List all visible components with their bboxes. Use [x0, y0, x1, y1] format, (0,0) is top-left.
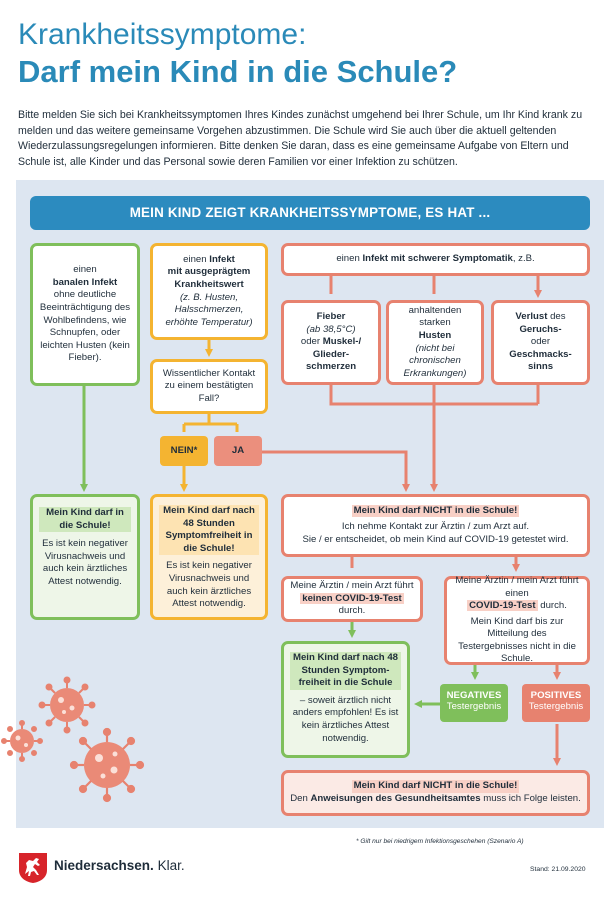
- brand-wordmark: Niedersachsen. Klar.: [54, 858, 185, 873]
- pronounced-infect-b: Infekt: [209, 253, 235, 265]
- symptom-fever-box: Fieber (ab 38,5°C) oder Muskel-/ Glieder…: [281, 300, 381, 385]
- symptom-cough-i: (nicht bei chronischen Erkrankungen): [403, 342, 467, 379]
- symptom-fever-b: Fieber: [316, 311, 346, 323]
- test-pre: Meine Ärztin / mein Arzt führt einen: [455, 574, 579, 599]
- pronounced-infect-c: mit ausgeprägtem Krankheitswert: [167, 266, 251, 290]
- negative-result-sub: Testergebnis: [446, 701, 502, 712]
- test-box: Meine Ärztin / mein Arzt führt einen COV…: [444, 574, 590, 665]
- positive-result-pill: POSITIVES Testergebnis: [522, 684, 590, 722]
- symptom-fever-d: Muskel-/ Glieder-schmerzen: [305, 336, 362, 373]
- positive-result-label: POSITIVES: [530, 690, 582, 701]
- intro-text: Bitte melden Sie sich bei Krankheitssymp…: [18, 109, 583, 168]
- contact-question-text: Wissentlicher Kontakt zu einem bestätigt…: [162, 367, 256, 404]
- contact-question-box: Wissentlicher Kontakt zu einem bestätigt…: [150, 359, 268, 414]
- no-test-pre: Meine Ärztin / mein Arzt führt: [290, 580, 414, 592]
- symptom-cough-box: anhaltenden starken Husten (nicht bei ch…: [386, 300, 484, 385]
- final-head: Mein Kind darf NICHT in die Schule!: [351, 780, 520, 793]
- test-tag: COVID-19-Test: [467, 600, 538, 612]
- pronounced-infect-box: einen Infekt mit ausgeprägtem Krankheits…: [150, 243, 268, 340]
- banal-infect-c: ohne deutliche Beeinträchtigung des Wohl…: [39, 289, 131, 364]
- symptom-fever-c: oder: [300, 336, 321, 348]
- banal-infect-a: einen: [73, 264, 97, 276]
- yes-label: JA: [214, 436, 262, 466]
- date-stamp: Stand: 21.09.2020: [530, 866, 586, 873]
- positive-result-sub: Testergebnis: [528, 701, 584, 712]
- result-48h-body: Es ist kein negativer Virusnachweis und …: [166, 560, 252, 610]
- severe-infect-b: Infekt mit schwerer Symptomatik: [362, 253, 513, 265]
- test-body: Mein Kind darf bis zur Mitteilung des Te…: [458, 615, 576, 665]
- severe-infect-box: einen Infekt mit schwerer Symptomatik, z…: [281, 243, 590, 276]
- symptom-smell-box: Verlust des Geruchs- oder Geschmacks-sin…: [491, 300, 590, 385]
- severe-infect-c: , z.B.: [512, 253, 535, 265]
- symptom-fever-i: (ab 38,5°C): [306, 323, 356, 335]
- niedersachsen-horse-logo: [19, 853, 47, 883]
- pronounced-infect-a: einen: [183, 253, 207, 265]
- final-post: muss ich Folge leisten.: [483, 793, 581, 804]
- no-test-post: durch.: [338, 605, 366, 617]
- result-48h-head: Mein Kind darf nach 48 Stunden Symptomfr…: [159, 505, 259, 556]
- result-48h-box: Mein Kind darf nach 48 Stunden Symptomfr…: [150, 494, 268, 620]
- virus-illustration: [1, 676, 145, 803]
- symptom-smell-d: oder: [530, 336, 551, 348]
- not-in-school-head: Mein Kind darf NICHT in die Schule!: [351, 504, 520, 518]
- not-in-school-box: Mein Kind darf NICHT in die Schule! Ich …: [281, 494, 590, 557]
- symptom-smell-e: Geschmacks-sinns: [509, 348, 572, 373]
- result-may-attend-body: Es ist kein negativer Virusnachweis und …: [42, 538, 128, 587]
- page-title-line1: Krankheitssymptome:: [18, 18, 307, 51]
- result-may-attend-head: Mein Kind darf in die Schule!: [39, 507, 131, 533]
- symptom-cough-a: anhaltenden starken: [408, 304, 462, 329]
- severe-infect-a: einen: [336, 253, 360, 265]
- test-post: durch.: [540, 600, 567, 612]
- symptom-smell-b: des: [550, 311, 566, 323]
- not-in-school-l2: Sie / er entscheidet, ob mein Kind auf C…: [302, 533, 569, 545]
- result-48h-doctor-box: Mein Kind darf nach 48 Stunden Symptom-f…: [281, 641, 410, 758]
- symptoms-banner: MEIN KIND ZEIGT KRANKHEITSSYMPTOME, ES H…: [30, 196, 590, 230]
- page-title-line2: Darf mein Kind in die Schule?: [18, 54, 458, 89]
- negative-result-label: NEGATIVES: [446, 690, 502, 701]
- banal-infect-box: einen banalen Infekt ohne deutliche Beei…: [30, 243, 140, 386]
- result-48h-doctor-head: Mein Kind darf nach 48 Stunden Symptom-f…: [290, 652, 401, 690]
- no-label: NEIN*: [160, 436, 208, 466]
- final-not-in-school-box: Mein Kind darf NICHT in die Schule! Den …: [281, 770, 590, 816]
- brand-klar: Klar.: [157, 858, 185, 873]
- final-bold: Anweisungen des Gesundheitsamtes: [310, 793, 481, 804]
- negative-result-pill: NEGATIVES Testergebnis: [440, 684, 508, 722]
- footnote: * Gilt nur bei niedrigem Infektionsgesch…: [356, 838, 524, 845]
- final-pre: Den: [290, 793, 308, 804]
- symptom-cough-b: Husten: [418, 329, 452, 341]
- brand-name: Niedersachsen.: [54, 858, 154, 873]
- banal-infect-b: banalen Infekt: [52, 276, 118, 288]
- no-test-tag: keinen COVID-19-Test: [300, 592, 404, 604]
- pronounced-infect-d: (z. B. Husten, Halsschmerzen, erhöhte Te…: [165, 291, 253, 328]
- no-test-box: Meine Ärztin / mein Arzt führt keinen CO…: [281, 576, 423, 622]
- result-48h-doctor-body: – soweit ärztlich nicht anders empfohlen…: [292, 694, 399, 744]
- result-may-attend-box: Mein Kind darf in die Schule! Es ist kei…: [30, 494, 140, 620]
- symptom-smell-c: Geruchs-: [519, 323, 562, 335]
- not-in-school-l1: Ich nehme Kontakt zur Ärztin / zum Arzt …: [341, 521, 530, 533]
- symptom-smell-a: Verlust: [515, 311, 548, 323]
